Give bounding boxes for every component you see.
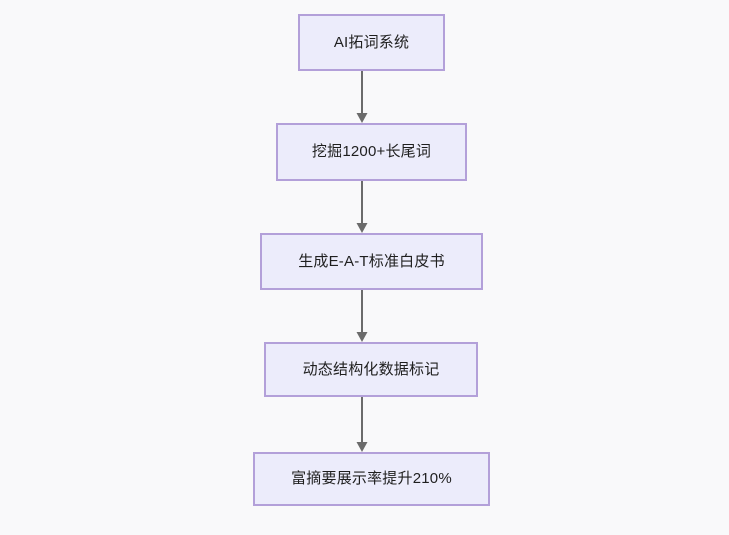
flowchart-node-label: 富摘要展示率提升210%: [291, 470, 452, 487]
arrowhead-icon: [356, 442, 368, 452]
flowchart-node-n2[interactable]: 挖掘1200+长尾词: [276, 123, 467, 181]
flowchart-node-label: AI拓词系统: [333, 33, 410, 51]
flowchart-node-label: 生成E-A-T标准白皮书: [298, 252, 445, 270]
flowchart-node-n3[interactable]: 生成E-A-T标准白皮书: [260, 233, 483, 290]
arrowhead-icon: [356, 113, 368, 123]
flowchart-node-n4[interactable]: 动态结构化数据标记: [264, 342, 478, 397]
flowchart-node-n5[interactable]: 富摘要展示率提升210%: [253, 452, 490, 506]
edge-n3-to-n4: [352, 290, 372, 342]
flowchart-node-n1[interactable]: AI拓词系统: [298, 14, 445, 71]
flowchart-node-label: 动态结构化数据标记: [302, 360, 440, 378]
flowchart-node-label: 挖掘1200+长尾词: [311, 143, 432, 160]
arrowhead-icon: [356, 332, 368, 342]
edge-n2-to-n3: [352, 181, 372, 233]
arrowhead-icon: [356, 223, 368, 233]
edge-n1-to-n2: [352, 71, 372, 123]
edge-n4-to-n5: [352, 397, 372, 452]
